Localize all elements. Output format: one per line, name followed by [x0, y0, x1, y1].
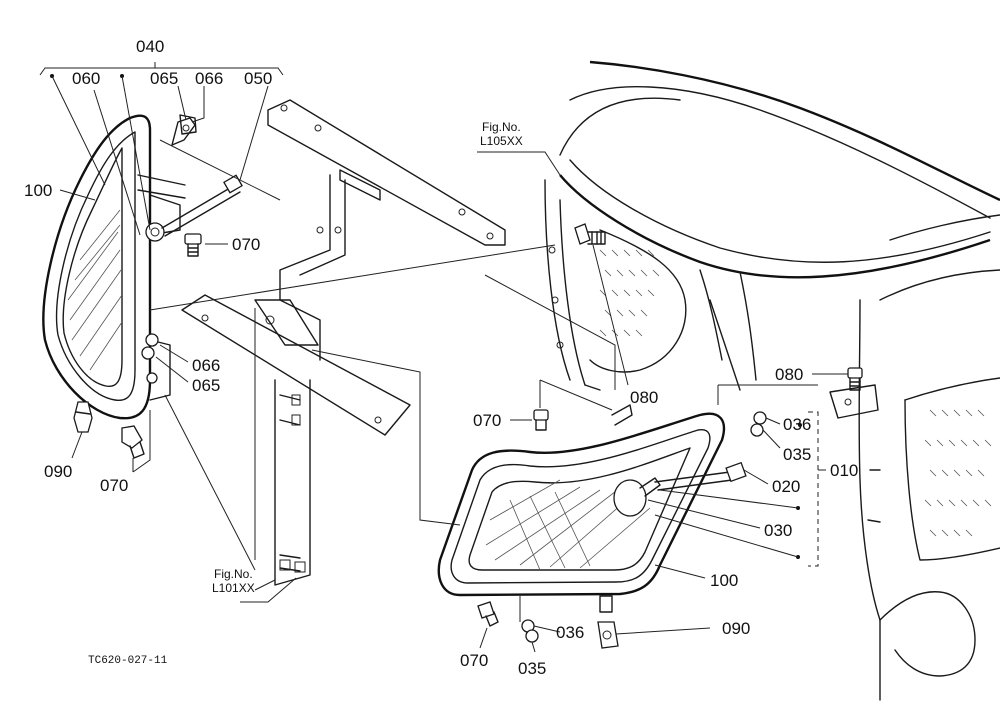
label-070-bottom: 070 [460, 651, 489, 670]
label-100-left: 100 [24, 181, 53, 200]
clip-036-035-right [750, 411, 767, 437]
label-060: 060 [72, 69, 101, 88]
label-065-top: 065 [150, 69, 179, 88]
label-100-right: 100 [710, 571, 739, 590]
bolt-070-bottom-left [121, 425, 145, 459]
fig-ref-l105-title: Fig.No. [482, 120, 521, 134]
fig-ref-l101-number: L101XX [212, 580, 255, 595]
mounting-brackets [181, 99, 506, 586]
fig-ref-l101: Fig.No. L101XX [212, 567, 255, 596]
label-020: 020 [772, 477, 801, 496]
label-066-top: 066 [195, 69, 224, 88]
bolt-080-right [847, 367, 863, 391]
drawing-code: TC620-027-11 [88, 655, 168, 667]
bolt-070-left [184, 233, 202, 257]
label-070-center: 070 [473, 411, 502, 430]
label-070-bottom-left: 070 [100, 476, 129, 495]
fig-ref-l105: Fig.No. L105XX [480, 120, 523, 149]
label-010: 010 [830, 461, 859, 480]
clip-036-035-bottom [521, 619, 539, 643]
label-070-left: 070 [232, 235, 261, 254]
label-035-right: 035 [783, 445, 812, 464]
label-050: 050 [244, 69, 273, 88]
label-035-bottom: 035 [518, 659, 547, 678]
label-090-left: 090 [44, 462, 73, 481]
label-036-bottom: 036 [556, 623, 585, 642]
fender-body [544, 60, 1000, 701]
right-headlight [437, 404, 747, 613]
label-040: 040 [136, 37, 165, 56]
fig-ref-l105-number: L105XX [480, 133, 523, 148]
bolt-080-center [574, 223, 606, 245]
leader-lines [39, 62, 848, 653]
label-030: 030 [764, 521, 793, 540]
label-080-right: 080 [775, 365, 804, 384]
label-036-right: 036 [783, 415, 812, 434]
label-065-lower: 065 [192, 376, 221, 395]
bolt-070-bottom [477, 601, 499, 627]
left-headlight [42, 114, 243, 433]
label-090-bottom: 090 [722, 619, 751, 638]
fig-ref-l101-title: Fig.No. [214, 567, 253, 581]
label-080-center: 080 [630, 388, 659, 407]
bolt-070-center [533, 409, 549, 431]
nut-090-bottom [597, 621, 619, 649]
label-066-lower: 066 [192, 356, 221, 375]
